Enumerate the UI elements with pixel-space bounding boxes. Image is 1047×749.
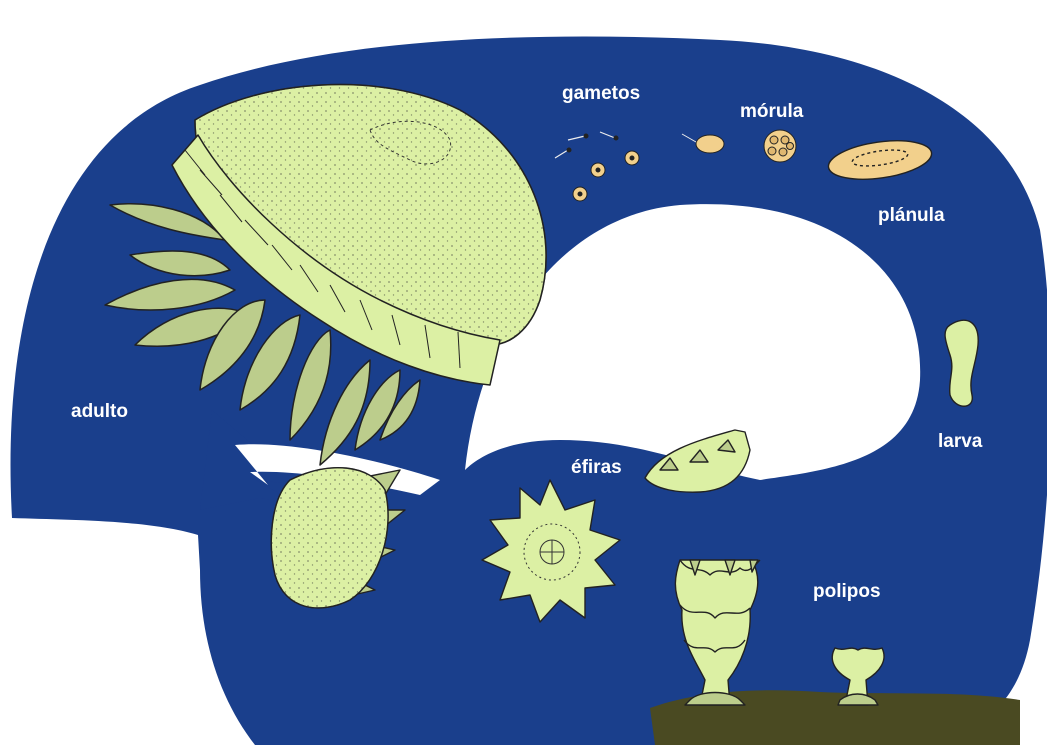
label-ephyrae: éfiras xyxy=(571,457,622,478)
label-polyps: polipos xyxy=(813,581,881,602)
morula-icon xyxy=(764,130,796,162)
label-planula: plánula xyxy=(878,205,945,226)
label-adult: adulto xyxy=(71,401,128,422)
label-morula: mórula xyxy=(740,101,804,122)
label-gametes: gametos xyxy=(562,83,640,104)
label-larva: larva xyxy=(938,431,983,452)
